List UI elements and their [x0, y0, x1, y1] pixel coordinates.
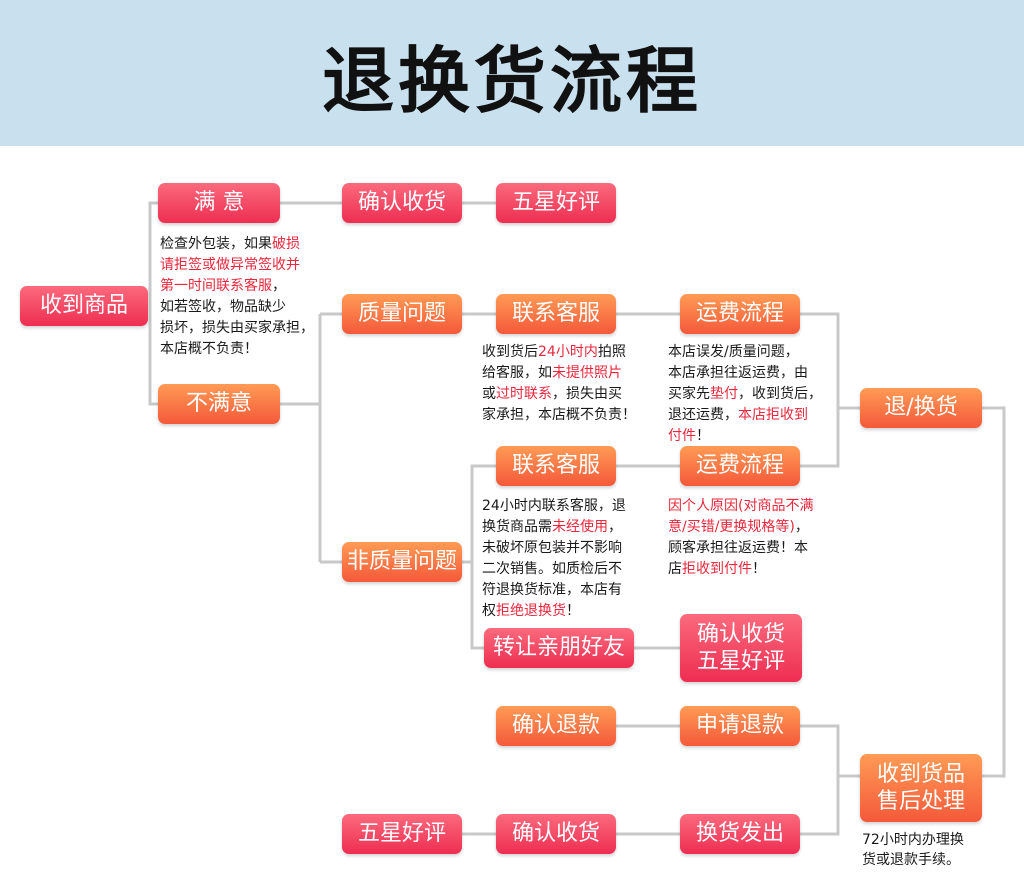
connector-aftersales-refund	[800, 724, 860, 778]
contact-service-box-1: 联系客服	[496, 294, 616, 334]
page-title: 退换货流程	[321, 39, 702, 123]
nonquality-contact-note: 24小时内联系客服，退 换货商品需未经使用， 未破坏原包装并不影响 二次销售。如…	[482, 498, 626, 619]
connector-receive-satisfied	[148, 201, 160, 306]
confirm-refund-box: 确认退款	[496, 706, 616, 746]
quality-contact-note: 收到货后24小时内拍照 给客服，如未提供照片 或过时联系，损失由买 家承担，本店…	[482, 344, 636, 423]
inspect-note: 检查外包装，如果破损 请拒签或做异常签收并 第一时间联系客服， 如若签收，物品缺…	[160, 236, 314, 357]
shipping-flow-box-2: 运费流程	[680, 446, 800, 486]
connector-receive-unsatisfied	[148, 306, 160, 406]
connector-aftersales-exchange	[800, 776, 840, 836]
quality-issue-box: 质量问题	[342, 294, 462, 334]
quality-shipping-note: 本店误发/质量问题， 本店承担往返运费，由 买家先垫付，收到货后， 退还运费，本…	[668, 344, 822, 444]
apply-refund-box: 申请退款	[680, 706, 800, 746]
connector-nonquality-transfer	[470, 562, 484, 650]
transfer-friends-box: 转让亲朋好友	[484, 628, 634, 668]
shipping-flow-box-1: 运费流程	[680, 294, 800, 334]
unsatisfied-box: 不满意	[158, 384, 280, 424]
return-exchange-box: 退/换货	[860, 388, 982, 428]
five-star-box-2: 五星好评	[342, 814, 462, 854]
non-quality-issue-box: 非质量问题	[342, 542, 462, 582]
connector-return-aftersales	[982, 406, 1006, 778]
connector-shipping-loop	[800, 312, 840, 468]
after-sales-box: 收到货品 售后处理	[860, 754, 982, 822]
receive-goods-box: 收到商品	[20, 286, 148, 326]
five-star-box-1: 五星好评	[496, 183, 616, 223]
header-banner: 退换货流程	[0, 0, 1024, 146]
satisfied-box: 满 意	[158, 183, 280, 223]
connector-nonquality-contact	[462, 464, 496, 564]
confirm-receipt-box-3: 确认收货	[496, 814, 616, 854]
confirm-receipt-box-2: 确认收货 五星好评	[680, 614, 802, 682]
exchange-shipped-box: 换货发出	[680, 814, 800, 854]
nonquality-shipping-note: 因个人原因(对商品不满 意/买错/更换规格等)， 顾客承担往返运费！本 店拒收到…	[668, 498, 814, 577]
contact-service-box-2: 联系客服	[496, 446, 616, 486]
confirm-receipt-box-1: 确认收货	[342, 183, 462, 223]
refund-time-note: 72小时内办理换 货或退款手续。	[862, 832, 964, 868]
